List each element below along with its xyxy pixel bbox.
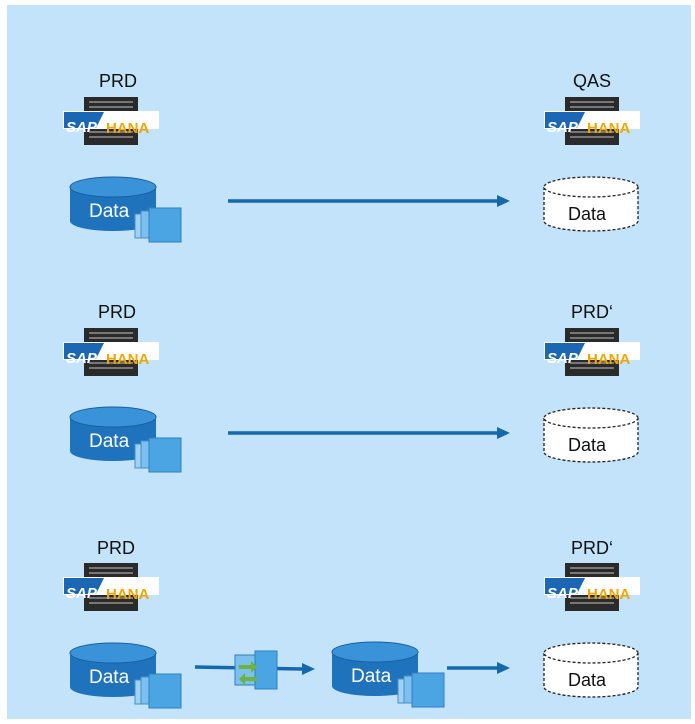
row1-source-db-label: Data (89, 201, 130, 222)
row2-target-database: Data (543, 407, 639, 463)
diagram-canvas: PRD QAS PRD PRD‘ PRD PRD‘ (7, 5, 691, 719)
row1-target-database: Data (543, 176, 639, 232)
diagram-svg: SAP HANA SAP HANA Data Data SAP HANA SAP (63, 97, 640, 709)
row3-source-db-label: Data (89, 667, 130, 688)
row1-source-label: PRD (98, 71, 137, 91)
row3-middle-db-label: Data (351, 666, 392, 687)
row2-source-label: PRD (97, 302, 136, 322)
row2-target-server: SAP HANA (544, 328, 640, 376)
row3-target-label: PRD‘ (570, 538, 613, 558)
row1-target-server: SAP HANA (544, 97, 640, 145)
row2-source-database: Data (69, 406, 182, 473)
row1-source-logo-hana: HANA (106, 120, 149, 137)
row2-source-db-label: Data (89, 431, 130, 452)
row3-target-db-label: Data (568, 670, 607, 690)
row1-source-logo-sap: SAP (66, 119, 98, 136)
row2-target-logo-hana: HANA (587, 351, 630, 368)
row1-source-database: Data (69, 176, 182, 243)
row3-target-logo-hana: HANA (587, 586, 630, 603)
transfer-icon (234, 650, 278, 690)
row3-target-server: SAP HANA (544, 563, 640, 611)
row2-source-logo-sap: SAP (66, 350, 98, 367)
row3-target-logo-sap: SAP (547, 585, 579, 602)
row3-target-database: Data (543, 642, 639, 698)
row3-source-server: SAP HANA (63, 563, 159, 611)
row1-target-logo-hana: HANA (587, 120, 630, 137)
row1-target-db-label: Data (568, 204, 607, 224)
row2-target-logo-sap: SAP (547, 350, 579, 367)
row3-source-database: Data (69, 642, 182, 709)
row2-source-server: SAP HANA (63, 328, 159, 376)
row1-target-logo-sap: SAP (547, 119, 579, 136)
row3-middle-database: Data (331, 641, 445, 708)
row1-target-label: QAS (572, 71, 611, 91)
row3-source-label: PRD (96, 538, 135, 558)
row2-target-label: PRD‘ (570, 302, 613, 322)
row3-source-logo-hana: HANA (106, 586, 149, 603)
row2-source-logo-hana: HANA (106, 351, 149, 368)
row1-source-server: SAP HANA (63, 97, 159, 145)
row2-target-db-label: Data (568, 435, 607, 455)
row3-source-logo-sap: SAP (66, 585, 98, 602)
